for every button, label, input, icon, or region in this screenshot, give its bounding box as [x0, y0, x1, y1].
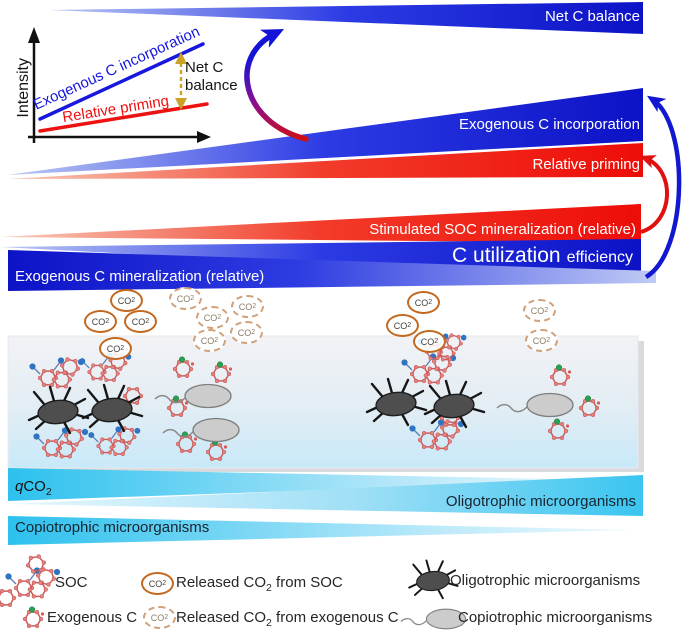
wedge-qco2 — [8, 468, 606, 501]
wedge-net-c-balance — [48, 2, 643, 34]
legend-released-soc-label: Released CO2 from SOC — [176, 574, 343, 594]
net-c-balance-label: Net C balance — [544, 8, 640, 25]
blue-feedback-arrow — [644, 95, 682, 279]
wedge-oligotrophic — [8, 475, 643, 516]
net-c-balance-double-arrow — [175, 52, 187, 110]
legend-soc-label: SOC — [55, 574, 88, 591]
red-feedback-arrow — [639, 155, 670, 234]
x-axis-arrow — [197, 131, 211, 143]
y-axis-arrow — [28, 27, 40, 43]
stimulated-soc-label: Stimulated SOC mineralization (relative) — [369, 221, 636, 238]
legend-oligotrophic-label: Oligotrophic microorganisms — [450, 572, 641, 589]
exogenous-c-mineralization-label: Exogenous C mineralization (relative) — [15, 268, 265, 285]
inset-y-axis-label: Intensity — [15, 58, 33, 118]
legend-soc-icon — [0, 552, 60, 608]
wedge-exogenous-c-mineralization — [8, 250, 656, 291]
inset-net-c-balance-note: Net C balance — [185, 59, 238, 94]
wedge-exogenous-c-incorporation — [7, 88, 643, 175]
wedge-relative-priming — [7, 143, 643, 179]
oligotrophic-wedge-label: Oligotrophic microorganisms — [445, 493, 636, 510]
legend-exogenous-c-label: Exogenous C — [47, 609, 138, 626]
wedge-copiotrophic — [8, 516, 634, 545]
legend-exogenous-c-icon — [23, 607, 44, 628]
legend-copiotrophic-icon — [400, 608, 467, 630]
exogenous-c-incorporation-label: Exogenous C incorporation — [459, 116, 640, 133]
inset-cycle-arrow — [244, 29, 309, 142]
legend-released-exo-label: Released CO2 from exogenous C — [176, 609, 399, 629]
wedge-stimulated-soc-mineralization — [0, 204, 641, 243]
inset-blue-line — [38, 42, 205, 121]
qco2-label: qCO2 — [15, 478, 52, 498]
copiotrophic-wedge-label: Copiotrophic microorganisms — [15, 519, 210, 536]
inset-red-line — [38, 102, 209, 133]
inset-graph — [28, 27, 309, 143]
legend-copiotrophic-label: Copiotrophic microorganisms — [458, 609, 653, 626]
relative-priming-label: Relative priming — [532, 156, 640, 173]
